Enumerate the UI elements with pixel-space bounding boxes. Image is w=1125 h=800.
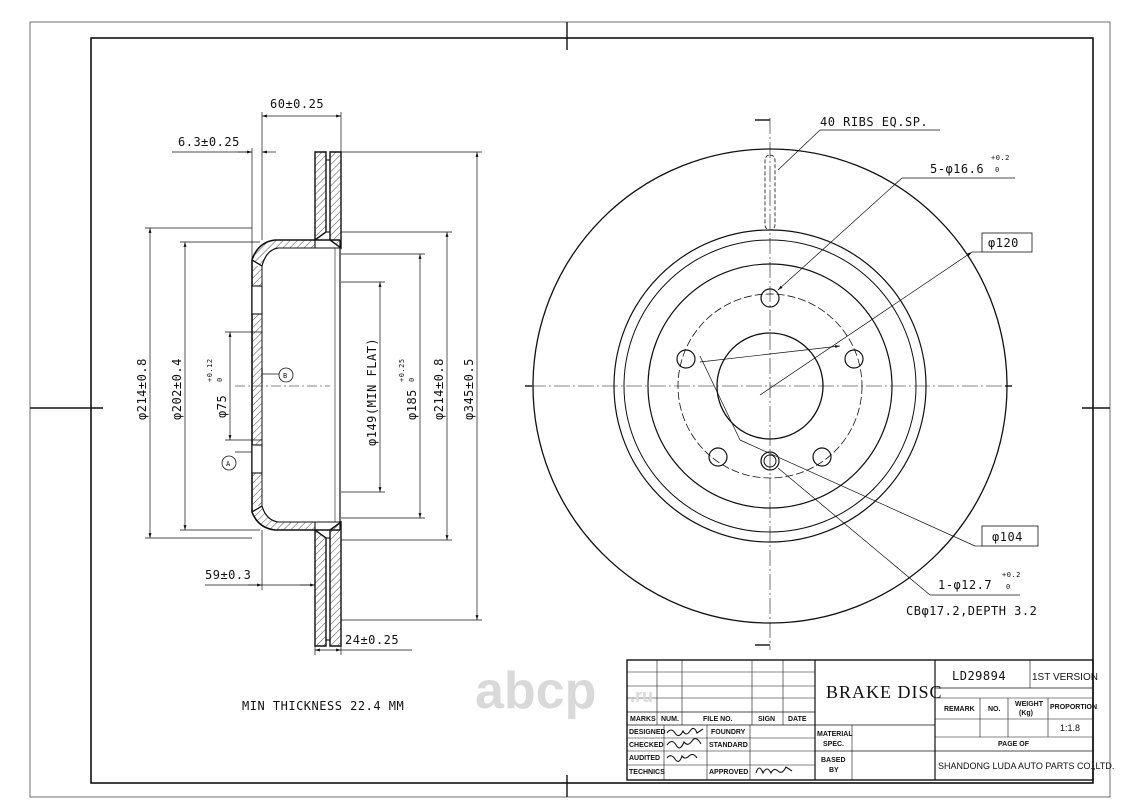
drawing-title: BRAKE DISC — [826, 682, 943, 702]
datum-b-circle — [278, 367, 294, 383]
title-block — [626, 659, 1094, 781]
tb-weight-2: (Kg) — [1019, 710, 1033, 717]
front-view — [525, 118, 1012, 650]
version-label: 1ST VERSION — [1032, 672, 1098, 683]
front-leaders — [699, 129, 1020, 596]
tb-audited: AUDITED — [629, 755, 660, 762]
tb-standard: STANDARD — [709, 742, 748, 749]
tb-based-2: BY — [829, 767, 839, 774]
dia-345: φ345±0.5 — [462, 358, 476, 420]
watermark-suffix: .ru — [630, 686, 653, 706]
tb-no: NO. — [988, 706, 1001, 713]
ribs-label: 40 RIBS EQ.SP. — [820, 115, 928, 129]
tb-weight-1: WEIGHT — [1015, 701, 1044, 708]
dia-75: φ75 — [215, 395, 229, 418]
dia-75-tol-bot: 0 — [216, 377, 224, 382]
lug-hole — [676, 349, 696, 369]
dim-59: 59±0.3 — [205, 568, 251, 582]
dia-214-left: φ214±0.8 — [135, 358, 149, 420]
section-view — [235, 151, 342, 647]
hole-1-tol-bot: 0 — [1006, 583, 1011, 591]
tb-num: NUM. — [661, 716, 679, 723]
hat-profile — [251, 239, 340, 531]
min-thickness-note: MIN THICKNESS 22.4 MM — [242, 699, 404, 713]
dia-75-tol-top: +0.12 — [206, 358, 214, 382]
tb-remark: REMARK — [944, 706, 975, 713]
hole-1-tol-top: +0.2 — [1002, 571, 1021, 579]
datum-b-label: B — [283, 372, 288, 380]
dia-104-label: φ104 — [992, 530, 1023, 544]
tb-designed: DESIGNED — [629, 729, 666, 736]
lug-hole — [708, 447, 728, 467]
tb-proportion-label: PROPORTION — [1050, 704, 1097, 711]
dia-202: φ202±0.4 — [170, 358, 184, 420]
dim-60: 60±0.25 — [270, 97, 324, 111]
watermark-logo: abcp — [475, 662, 596, 720]
dia-185: φ185 — [405, 389, 419, 420]
holes-5-tol-top: +0.2 — [991, 154, 1010, 162]
section-dimensions — [145, 112, 482, 655]
dia-149: φ149(MIN FLAT) — [365, 338, 379, 446]
friction-ring-bottom — [314, 528, 327, 647]
lug-hole — [844, 349, 864, 369]
tb-foundry: FOUNDRY — [711, 729, 746, 736]
dia-214-right: φ214±0.8 — [432, 358, 446, 420]
tb-company: SHANDONG LUDA AUTO PARTS CO.,LTD. — [938, 761, 1114, 771]
datum-a-circle — [221, 455, 237, 471]
tb-proportion-value: 1:1.8 — [1060, 723, 1080, 733]
dia-185-tol-bot: 0 — [408, 377, 416, 382]
holes-5-tol-bot: 0 — [995, 166, 1000, 174]
lug-hole — [812, 447, 832, 467]
tb-material-1: MATERIAL — [817, 731, 853, 738]
hole-1-label: 1-φ12.7 — [938, 578, 992, 592]
tb-material-2: SPEC. — [823, 741, 844, 748]
sheet-frame — [29, 21, 1111, 798]
tb-marks: MARKS — [630, 716, 656, 723]
tb-date: DATE — [788, 716, 807, 723]
dim-6-3: 6.3±0.25 — [178, 135, 240, 149]
dia-120-label: φ120 — [988, 236, 1019, 250]
holes-5-label: 5-φ16.6 — [930, 162, 984, 176]
datum-a-label: A — [226, 460, 231, 468]
tb-technics: TECHNICS — [629, 769, 665, 776]
part-number: LD29894 — [952, 669, 1006, 683]
tb-checked: CHECKED — [629, 742, 664, 749]
tb-based-1: BASED — [821, 757, 846, 764]
tb-sign: SIGN — [758, 716, 775, 723]
counterbore-label: CBφ17.2,DEPTH 3.2 — [906, 604, 1037, 618]
dim-24: 24±0.25 — [345, 633, 399, 647]
dia-185-tol-top: +0.25 — [398, 358, 406, 382]
signatures — [666, 727, 793, 775]
dia-120-box — [981, 232, 1033, 253]
tb-file-no: FILE NO. — [703, 716, 733, 723]
dia-104-box — [981, 525, 1039, 547]
tb-approved: APPROVED — [709, 769, 748, 776]
tb-page-of: PAGE OF — [998, 741, 1030, 748]
friction-ring-top — [314, 151, 327, 242]
